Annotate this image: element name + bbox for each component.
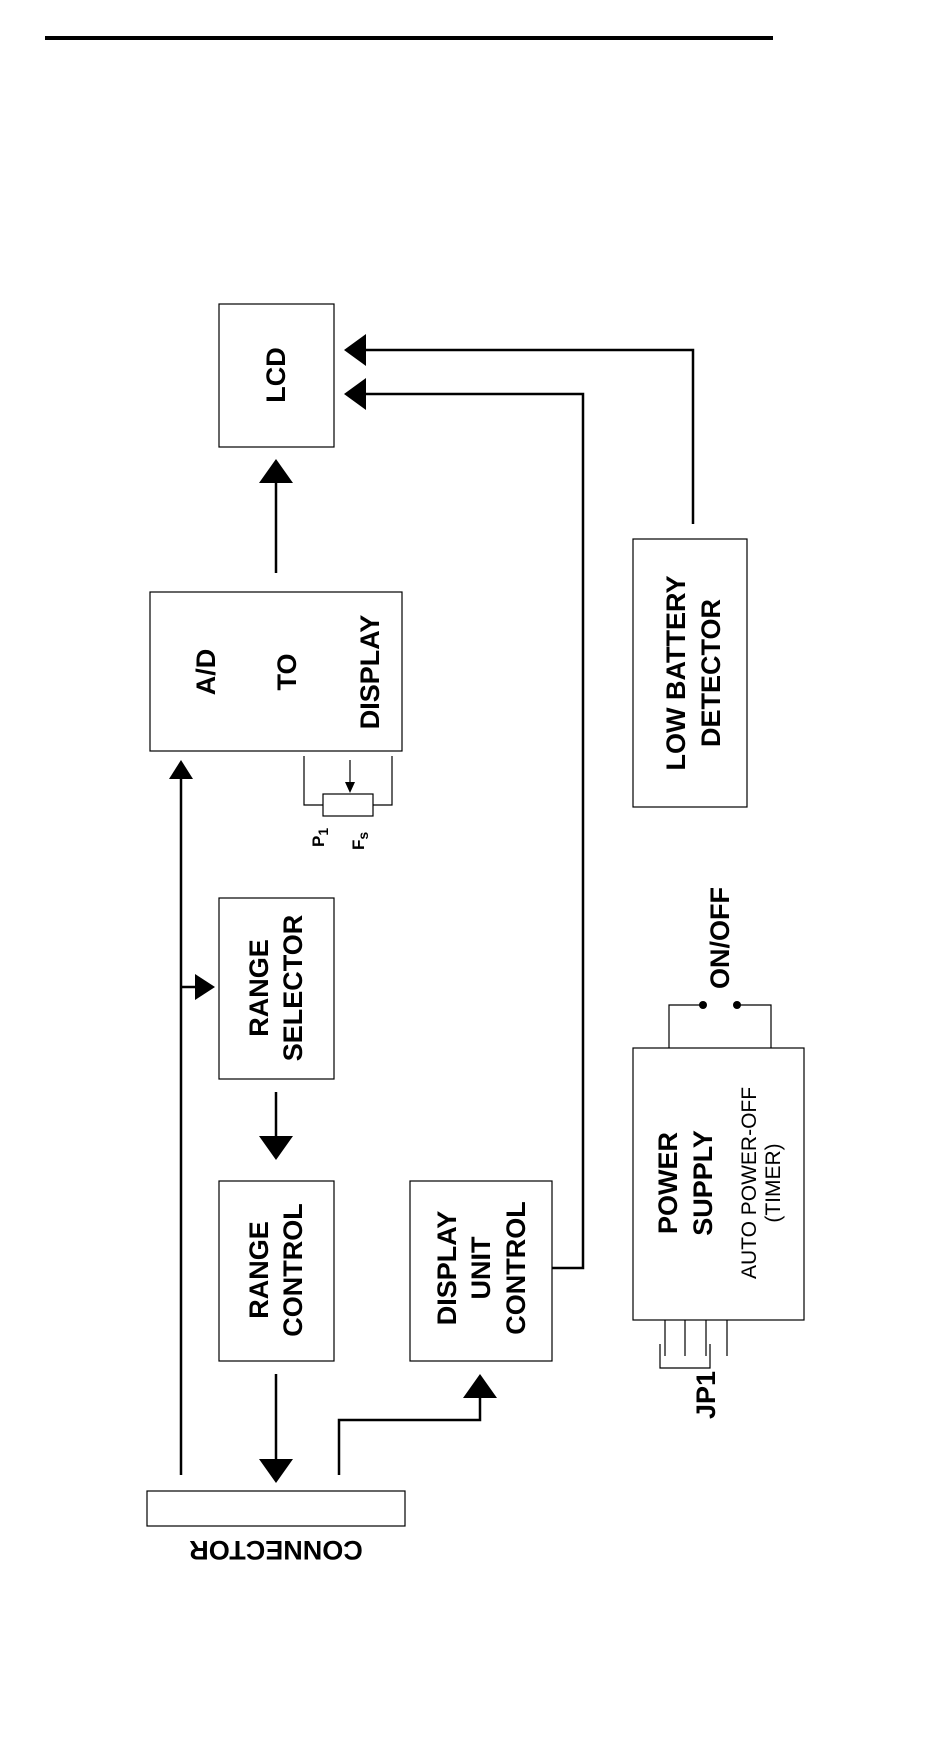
low-battery-label-line2: DETECTOR: [696, 599, 726, 747]
display-label: DISPLAY: [355, 615, 385, 730]
jp1-label: JP1: [691, 1371, 721, 1419]
range-control-box: [219, 1181, 334, 1361]
connector-to-ad-arrowhead: [169, 760, 193, 779]
on-off-wire-right: [737, 1005, 771, 1048]
control-to-connector-arrowhead: [259, 1459, 293, 1483]
branch-to-range-selector-arrowhead: [195, 974, 215, 1000]
connector-box: [147, 1491, 405, 1526]
power-supply-label-line2: SUPPLY: [688, 1130, 718, 1236]
auto-power-off-label: AUTO POWER-OFF: [738, 1087, 761, 1279]
fs-label: Fs: [349, 832, 371, 850]
display-unit-to-lcd-line: [358, 394, 583, 1268]
low-battery-label-line1: LOW BATTERY: [661, 576, 691, 771]
to-label: TO: [272, 653, 302, 690]
ad-label: A/D: [191, 649, 221, 696]
on-off-contact-right: [733, 1001, 741, 1009]
range-selector-label-line1: RANGE: [244, 939, 274, 1037]
connector-to-display-unit-arrowhead: [463, 1374, 497, 1398]
display-unit-to-lcd-arrowhead: [344, 378, 366, 410]
lcd-label: LCD: [261, 347, 291, 403]
display-unit-label-line2: UNIT: [466, 1236, 496, 1299]
p1-label: P1: [309, 828, 331, 847]
on-off-contact-left: [699, 1001, 707, 1009]
timer-label: (TIMER): [762, 1143, 785, 1222]
range-control-label-line1: RANGE: [244, 1221, 274, 1319]
range-selector-box: [219, 898, 334, 1079]
selector-to-control-arrowhead: [259, 1136, 293, 1160]
power-supply-label-line1: POWER: [653, 1132, 683, 1234]
pot-resistor: [323, 794, 373, 816]
connector-to-display-unit-line: [339, 1398, 480, 1475]
display-unit-label-line1: DISPLAY: [432, 1211, 462, 1326]
range-selector-label-line2: SELECTOR: [278, 915, 308, 1062]
connector-label: CONNECTOR: [189, 1535, 363, 1565]
low-battery-to-lcd-line: [358, 350, 693, 524]
on-off-wire: [669, 1005, 703, 1048]
ad-to-lcd-arrowhead: [259, 459, 293, 483]
on-off-label: ON/OFF: [705, 887, 735, 989]
range-control-label-line2: CONTROL: [278, 1203, 308, 1336]
pot-wiper-arrowhead: [345, 782, 355, 793]
display-unit-label-line3: CONTROL: [501, 1201, 531, 1334]
low-battery-to-lcd-arrowhead: [344, 334, 366, 366]
